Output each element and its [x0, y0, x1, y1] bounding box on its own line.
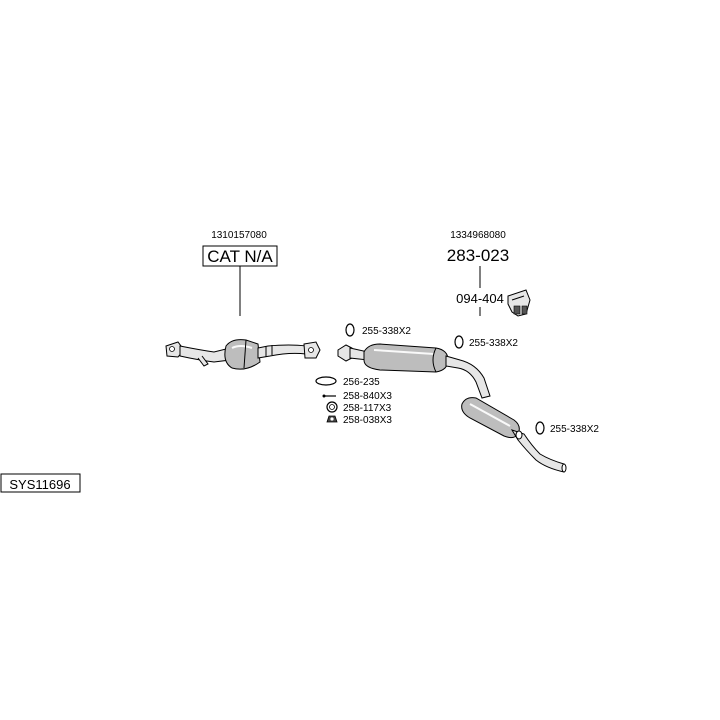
clamp-icon: [454, 335, 464, 349]
intermediate-pipe: [445, 355, 491, 399]
cat-label-box[interactable]: CAT N/A: [202, 245, 278, 267]
exhaust-system-assembly[interactable]: [337, 343, 567, 473]
cat-oem-number: 1310157080: [211, 230, 267, 241]
bolt-head: [322, 394, 326, 398]
spring-inner: [329, 404, 335, 410]
rear-joint: [515, 430, 523, 440]
catalytic-converter-assembly[interactable]: [165, 339, 321, 370]
mount-bracket: [513, 305, 521, 315]
clamp-icon: [535, 421, 545, 435]
exhaust-part-number[interactable]: 283-023: [447, 246, 509, 265]
cat-outlet-pipe: [257, 344, 307, 359]
nut-callout[interactable]: 258-038X3: [326, 415, 392, 426]
flex-bellows: [265, 345, 273, 357]
middle-silencer-end: [432, 347, 437, 373]
system-code: SYS11696: [9, 477, 70, 492]
rear-flange-hole: [308, 347, 314, 353]
nut-hole: [330, 417, 334, 421]
flange-hole: [169, 346, 175, 352]
gasket-number: 256-235: [343, 377, 380, 388]
catalyst-body: [224, 339, 261, 370]
nut-number: 258-038X3: [343, 415, 392, 426]
spring-callout[interactable]: 258-117X3: [326, 401, 392, 414]
tail-pipe-end: [561, 463, 567, 473]
bolt-callout[interactable]: 258-840X3: [322, 391, 393, 402]
rear-silencer-highlight: [469, 403, 511, 427]
mount-part-number[interactable]: 094-404: [456, 291, 504, 306]
catalyst-highlight: [231, 345, 253, 349]
bolt-number: 258-840X3: [343, 391, 392, 402]
spring-icon: [326, 401, 338, 413]
catalyst-seam: [243, 339, 247, 369]
mount-edge: [511, 295, 525, 301]
clamp-icon: [345, 323, 355, 337]
cat-part-label: CAT N/A: [207, 247, 273, 266]
clamp-front-number: 255-338X2: [362, 326, 411, 337]
clamp-rear-number: 255-338X2: [550, 424, 599, 435]
gasket-icon: [315, 376, 337, 386]
system-code-box[interactable]: SYS11696: [0, 473, 81, 493]
middle-silencer-highlight: [373, 349, 435, 355]
gasket-callout[interactable]: 256-235: [315, 376, 380, 388]
clamp-mid-number: 255-338X2: [469, 338, 518, 349]
system-code-frame: [0, 473, 81, 493]
mount-bracket-2: [521, 305, 528, 315]
spring-number: 258-117X3: [343, 403, 392, 414]
clamp-rear-callout[interactable]: 255-338X2: [535, 421, 599, 435]
rubber-mount-icon[interactable]: [507, 289, 531, 317]
exhaust-oem-number: 1334968080: [450, 230, 506, 241]
clamp-front-callout[interactable]: 255-338X2: [345, 323, 411, 337]
sensor-boss: [197, 355, 209, 367]
clamp-mid-callout[interactable]: 255-338X2: [454, 335, 518, 349]
